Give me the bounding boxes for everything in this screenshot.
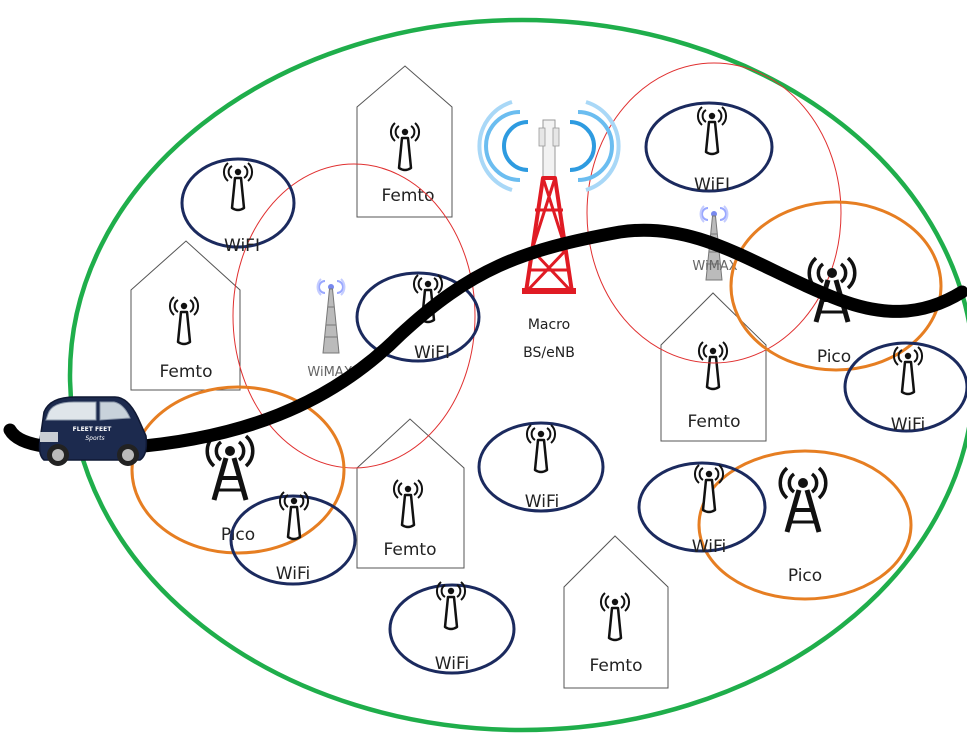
antenna-icon — [525, 423, 557, 474]
wifi-hotspot: WiFi — [843, 341, 967, 435]
wimax-node: WiMAX — [692, 205, 738, 281]
wifi-label: WiFI — [224, 236, 260, 256]
wifi-hotspot: WiFi — [388, 580, 516, 675]
wimax-coverage — [232, 163, 476, 469]
antenna-icon — [435, 580, 467, 631]
pico-label: Pico — [221, 525, 255, 545]
wifi-hotspot: WiFi — [637, 461, 767, 557]
tower-icon — [780, 468, 826, 532]
macro-tower-icon — [477, 100, 621, 294]
femto-cell: Femto — [356, 418, 465, 569]
wifi-label: WiFi — [435, 654, 469, 674]
pico-label: Pico — [788, 566, 822, 586]
wifi-label: WiFi — [276, 564, 310, 584]
pico-cell: Pico — [697, 449, 913, 601]
femto-cell: Femto — [660, 292, 767, 442]
wifi-hotspot: WiFI — [180, 157, 296, 256]
pico-label: Pico — [817, 347, 851, 367]
femto-label: Femto — [160, 362, 213, 382]
wifi-hotspot: WiFI — [355, 271, 481, 363]
tower-icon — [207, 436, 253, 500]
car-icon: FLEET FEET Sports — [38, 396, 148, 466]
wifi-hotspot: WiFI — [644, 101, 774, 195]
antenna-icon — [693, 463, 725, 514]
wifi-label: WiFi — [891, 415, 925, 435]
antenna-icon — [222, 161, 254, 212]
wimax-label: WiMAX — [692, 259, 737, 274]
macro-base-station: Macro BS/eNB — [477, 100, 621, 361]
pico-cell: Pico — [130, 385, 346, 555]
wifi-hotspot: WiFi — [229, 490, 357, 586]
car-logo-line2: Sports — [85, 435, 104, 442]
wimax-tower-icon — [316, 278, 346, 354]
wimax-coverage — [586, 62, 842, 364]
antenna-icon — [278, 490, 310, 541]
femto-label: Femto — [688, 412, 741, 432]
wifi-label: WiFI — [694, 175, 730, 195]
femto-label: Femto — [590, 656, 643, 676]
wifi-label: WiFi — [692, 537, 726, 557]
pico-cell: Pico — [729, 200, 943, 372]
car-logo-line1: FLEET FEET — [73, 426, 113, 433]
wifi-hotspot: WiFi — [477, 421, 605, 513]
macro-cell-boundary — [67, 17, 967, 733]
femto-cell: Femto — [356, 65, 453, 218]
femto-cell: Femto — [130, 240, 241, 391]
femto-label: Femto — [382, 186, 435, 206]
femto-cell: Femto — [563, 535, 669, 689]
antenna-icon — [696, 105, 728, 156]
macro-label-line2: BS/eNB — [523, 345, 575, 361]
wifi-label: WiFi — [525, 492, 559, 512]
wifi-label: WiFI — [414, 343, 450, 363]
macro-label-line1: Macro — [528, 317, 570, 333]
femto-label: Femto — [384, 540, 437, 560]
wimax-node: WiMAX — [307, 278, 353, 380]
antenna-icon — [892, 345, 924, 396]
